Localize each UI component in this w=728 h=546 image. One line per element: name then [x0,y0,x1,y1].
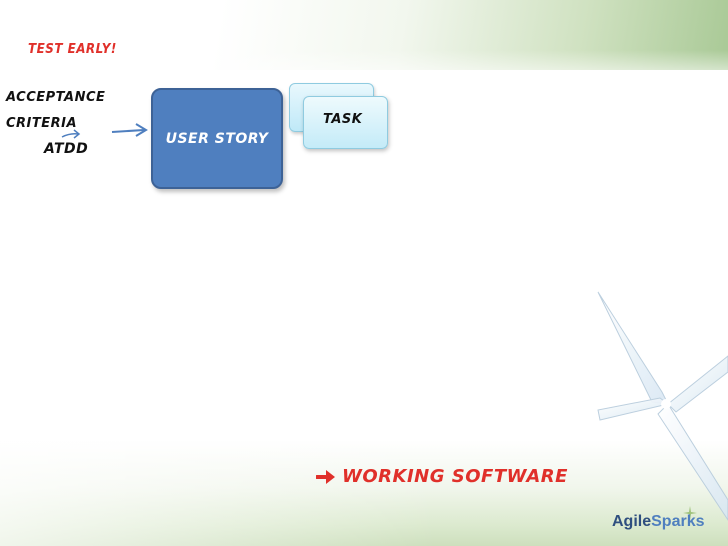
acceptance-criteria-line1: Acceptance [6,90,106,105]
user-story-label: User story [165,130,269,147]
logo-agile-text: Agile [612,513,652,530]
arrow-right-icon [316,469,335,484]
working-software-label: Working software [342,466,568,487]
result-line: Working software [316,466,568,487]
small-arrow-icon [61,129,81,139]
user-story-box: User story [151,88,283,189]
spark-icon [683,506,697,520]
logo-sparks-text: Sparks [651,513,705,530]
task-label: Task [323,112,363,127]
atdd-label: ATDD [44,141,89,157]
acceptance-criteria-line2: criteria [6,116,78,131]
agilesparks-logo: AgileSparks [612,513,705,531]
background-bottom-shade [0,440,728,546]
connector-arrow-icon [111,123,148,137]
slide-heading: Test early! [28,42,117,57]
task-card-front [303,96,388,149]
